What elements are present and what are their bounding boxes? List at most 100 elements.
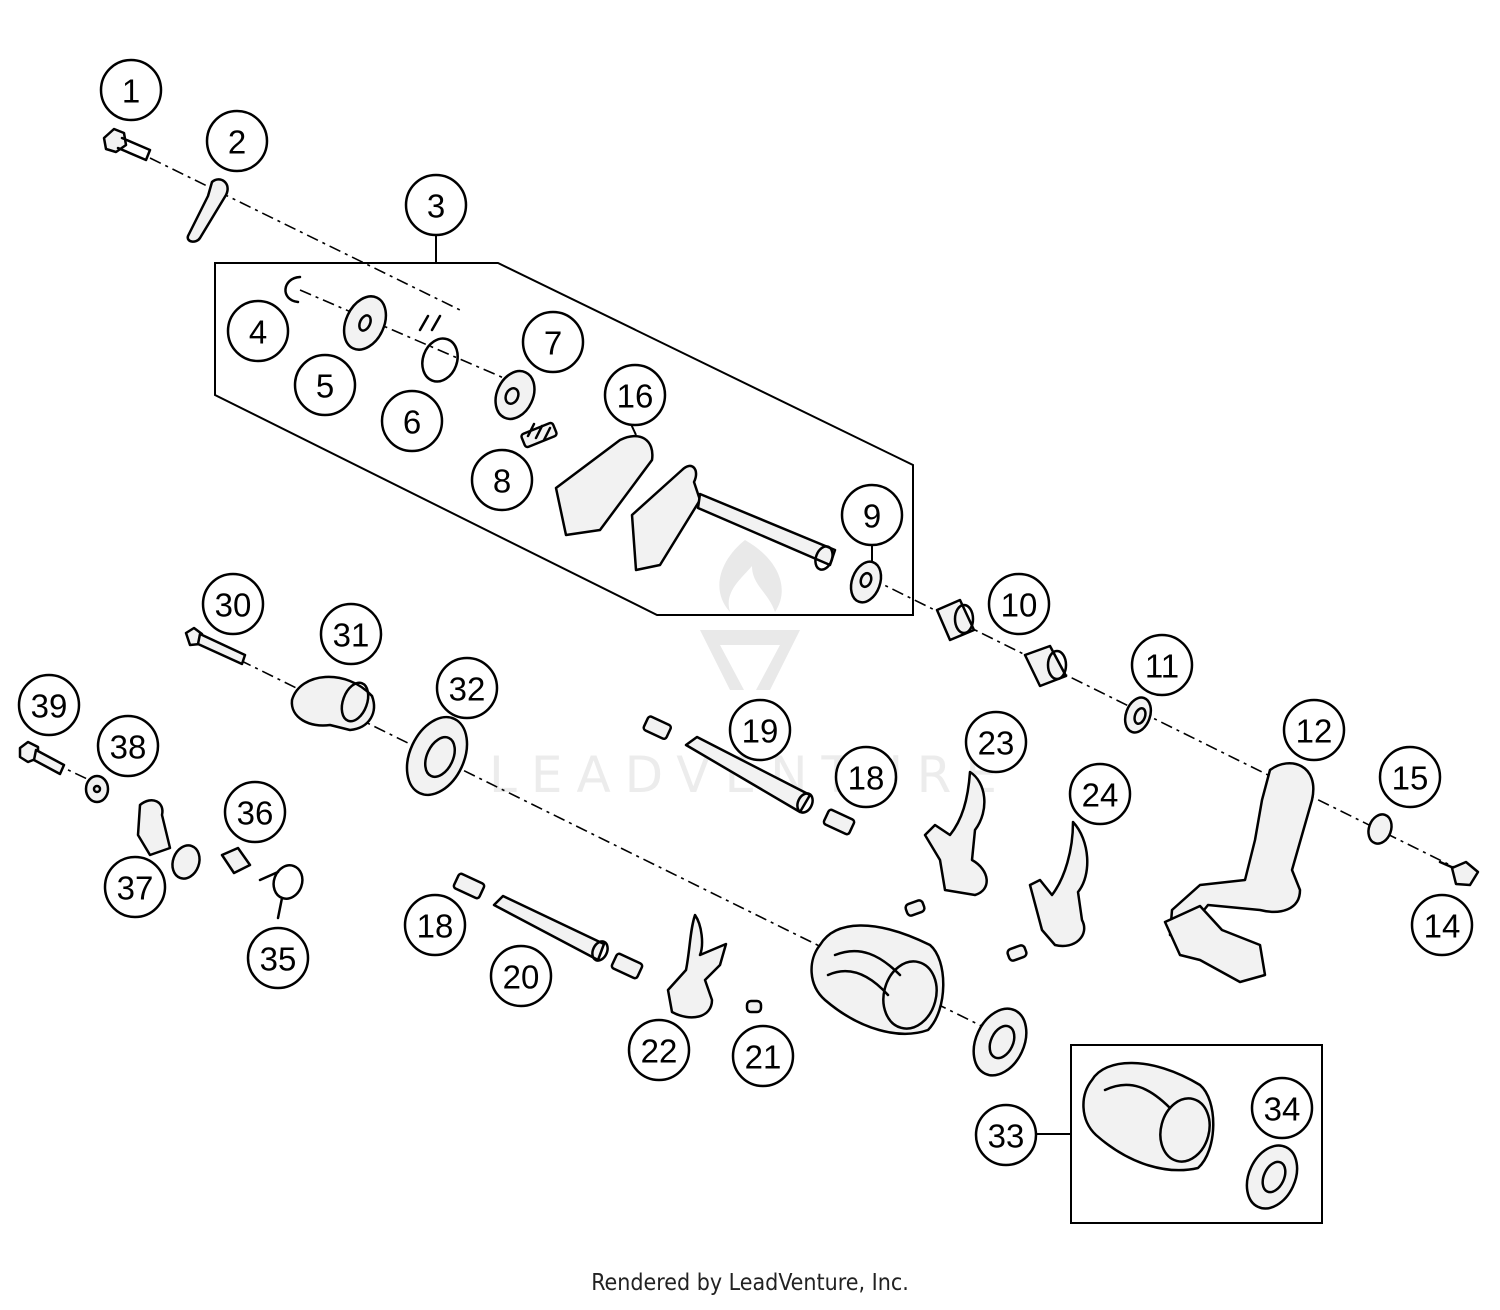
callout-number: 18 bbox=[848, 760, 885, 797]
callout-number: 18 bbox=[417, 908, 454, 945]
callout-number: 15 bbox=[1392, 760, 1429, 797]
callout-number: 20 bbox=[503, 959, 540, 996]
star-31 bbox=[290, 675, 376, 732]
callout-number: 3 bbox=[427, 188, 445, 225]
callout-4: 4 bbox=[226, 299, 290, 363]
plate-16 bbox=[554, 434, 654, 537]
callout-number: 11 bbox=[1145, 648, 1179, 685]
callout-circle bbox=[1130, 633, 1194, 697]
callout-number: 21 bbox=[745, 1039, 782, 1076]
callout-number: 37 bbox=[117, 870, 154, 907]
callout-number: 12 bbox=[1296, 713, 1333, 750]
callout-circle bbox=[627, 1018, 691, 1082]
callout-16: 16 bbox=[603, 363, 667, 427]
callout-circle bbox=[404, 173, 468, 237]
roller-37 bbox=[171, 844, 201, 880]
callout-number: 19 bbox=[742, 713, 779, 750]
callout-18: 18 bbox=[403, 893, 467, 957]
callout-circle bbox=[201, 572, 265, 636]
washer-7 bbox=[494, 369, 536, 421]
callout-circle bbox=[226, 299, 290, 363]
callout-circle bbox=[99, 58, 163, 122]
callout-circle bbox=[1068, 762, 1132, 826]
callout-circle bbox=[319, 602, 383, 666]
seal-11 bbox=[1123, 696, 1153, 734]
callout-number: 36 bbox=[237, 795, 274, 832]
callout-37: 37 bbox=[103, 855, 167, 919]
callout-circle bbox=[17, 673, 81, 737]
callout-number: 8 bbox=[493, 463, 511, 500]
bearing-drum bbox=[972, 1007, 1028, 1077]
pins-21 bbox=[745, 899, 1028, 1014]
callout-5: 5 bbox=[293, 353, 357, 417]
callout-circle bbox=[470, 448, 534, 512]
callout-20: 20 bbox=[489, 944, 553, 1008]
fork-24 bbox=[1028, 820, 1089, 948]
callout-number: 14 bbox=[1424, 908, 1461, 945]
callout-number: 1 bbox=[122, 73, 140, 110]
washer-15 bbox=[1367, 813, 1393, 845]
callout-number: 24 bbox=[1082, 777, 1119, 814]
callout-circle bbox=[435, 656, 499, 720]
callout-32: 32 bbox=[435, 656, 499, 720]
callout-circle bbox=[103, 855, 167, 919]
callout-circle bbox=[1410, 893, 1474, 957]
callout-layer: 1234567891011121415161818192021222324303… bbox=[17, 58, 1474, 1167]
callout-36: 36 bbox=[223, 780, 287, 844]
lever-2 bbox=[186, 178, 229, 243]
bearing-32 bbox=[405, 715, 469, 797]
callout-circle bbox=[521, 310, 585, 374]
callout-23: 23 bbox=[964, 710, 1028, 774]
callout-circle bbox=[96, 714, 160, 778]
callout-7: 7 bbox=[521, 310, 585, 374]
callout-number: 38 bbox=[110, 729, 147, 766]
fork-23 bbox=[923, 770, 988, 897]
callout-31: 31 bbox=[319, 602, 383, 666]
callout-22: 22 bbox=[627, 1018, 691, 1082]
callout-circle bbox=[205, 109, 269, 173]
callout-number: 22 bbox=[641, 1033, 678, 1070]
callout-number: 2 bbox=[228, 124, 246, 161]
callout-6: 6 bbox=[380, 389, 444, 453]
callout-24: 24 bbox=[1068, 762, 1132, 826]
callout-circle bbox=[293, 353, 357, 417]
callout-circle bbox=[840, 483, 904, 547]
callout-number: 30 bbox=[215, 587, 252, 624]
footer-credit: Rendered by LeadVenture, Inc. bbox=[591, 1270, 909, 1296]
callout-circle bbox=[728, 698, 792, 762]
callout-12: 12 bbox=[1282, 698, 1346, 762]
callout-number: 5 bbox=[316, 368, 334, 405]
callout-circle bbox=[964, 710, 1028, 774]
callout-38: 38 bbox=[96, 714, 160, 778]
callout-number: 16 bbox=[617, 378, 654, 415]
callout-number: 23 bbox=[978, 725, 1015, 762]
callout-39: 39 bbox=[17, 673, 81, 737]
callout-circle bbox=[489, 944, 553, 1008]
callout-33: 33 bbox=[974, 1103, 1038, 1167]
callout-10: 10 bbox=[987, 572, 1051, 636]
spring-8 bbox=[520, 421, 558, 449]
callout-14: 14 bbox=[1410, 893, 1474, 957]
rod-19 bbox=[642, 715, 856, 836]
callout-circle bbox=[1378, 745, 1442, 809]
callout-circle bbox=[1282, 698, 1346, 762]
callout-number: 39 bbox=[31, 688, 68, 725]
callout-circle bbox=[223, 780, 287, 844]
callout-circle bbox=[731, 1024, 795, 1088]
shift-shaft bbox=[630, 464, 837, 572]
callout-number: 6 bbox=[403, 404, 421, 441]
washer-5 bbox=[342, 295, 388, 351]
callout-18: 18 bbox=[834, 745, 898, 809]
bolt-1 bbox=[102, 127, 152, 162]
callout-number: 34 bbox=[1264, 1091, 1301, 1128]
callout-21: 21 bbox=[731, 1024, 795, 1088]
callout-11: 11 bbox=[1130, 633, 1194, 697]
callout-number: 33 bbox=[988, 1118, 1025, 1155]
bushing-36 bbox=[220, 846, 252, 875]
callout-30: 30 bbox=[201, 572, 265, 636]
fork-22 bbox=[666, 913, 728, 1019]
callout-8: 8 bbox=[470, 448, 534, 512]
bolt-30 bbox=[184, 626, 247, 666]
assembly-3-outline bbox=[214, 262, 914, 616]
callout-19: 19 bbox=[728, 698, 792, 762]
